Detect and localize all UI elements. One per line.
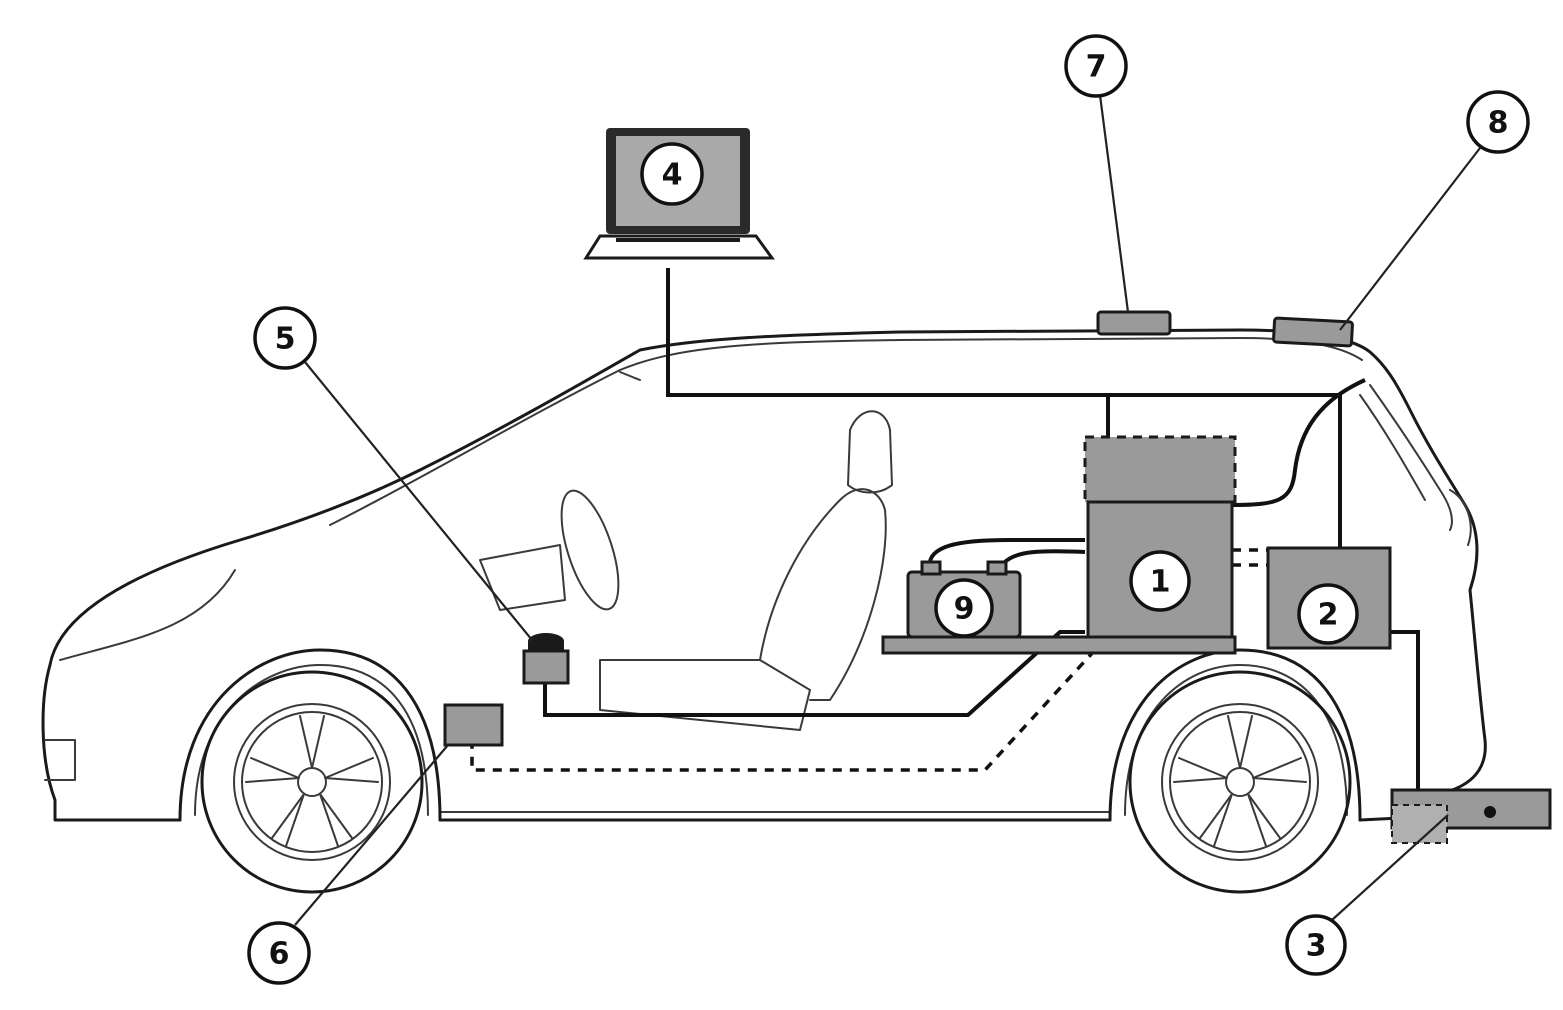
callout-7-label: 7	[1086, 50, 1107, 85]
wiring	[470, 268, 1420, 800]
sensor-6-device	[443, 703, 504, 747]
callout-3: 3	[1285, 914, 1347, 976]
callout-2: 2	[1297, 583, 1359, 645]
callout-4-label: 4	[662, 158, 683, 193]
sensor-3-device	[1390, 788, 1552, 844]
callout-4: 4	[640, 142, 704, 206]
callout-9-label: 9	[954, 592, 975, 627]
callout-1: 1	[1129, 550, 1191, 612]
driver-seat	[599, 410, 893, 731]
callout-7: 7	[1064, 34, 1128, 98]
roof-sensor-7	[1096, 310, 1172, 336]
module-1-upper-dashed	[1083, 435, 1237, 504]
mounting-shelf	[881, 635, 1237, 655]
callout-5: 5	[253, 306, 317, 370]
callout-9: 9	[934, 578, 994, 638]
rear-wheel	[1128, 670, 1352, 894]
front-wheel	[200, 670, 424, 894]
callout-8: 8	[1466, 90, 1530, 154]
callout-6-label: 6	[269, 937, 290, 972]
steering-wheel	[479, 489, 620, 611]
callout-8-label: 8	[1488, 106, 1509, 141]
sensor-5-device	[522, 633, 570, 685]
callout-1-label: 1	[1150, 565, 1171, 600]
roof-sensor-8	[1272, 316, 1354, 348]
leader-lines	[294, 94, 1481, 926]
callout-2-label: 2	[1318, 598, 1339, 633]
callout-5-label: 5	[275, 322, 296, 357]
callout-3-label: 3	[1306, 929, 1327, 964]
callout-6: 6	[247, 921, 311, 985]
